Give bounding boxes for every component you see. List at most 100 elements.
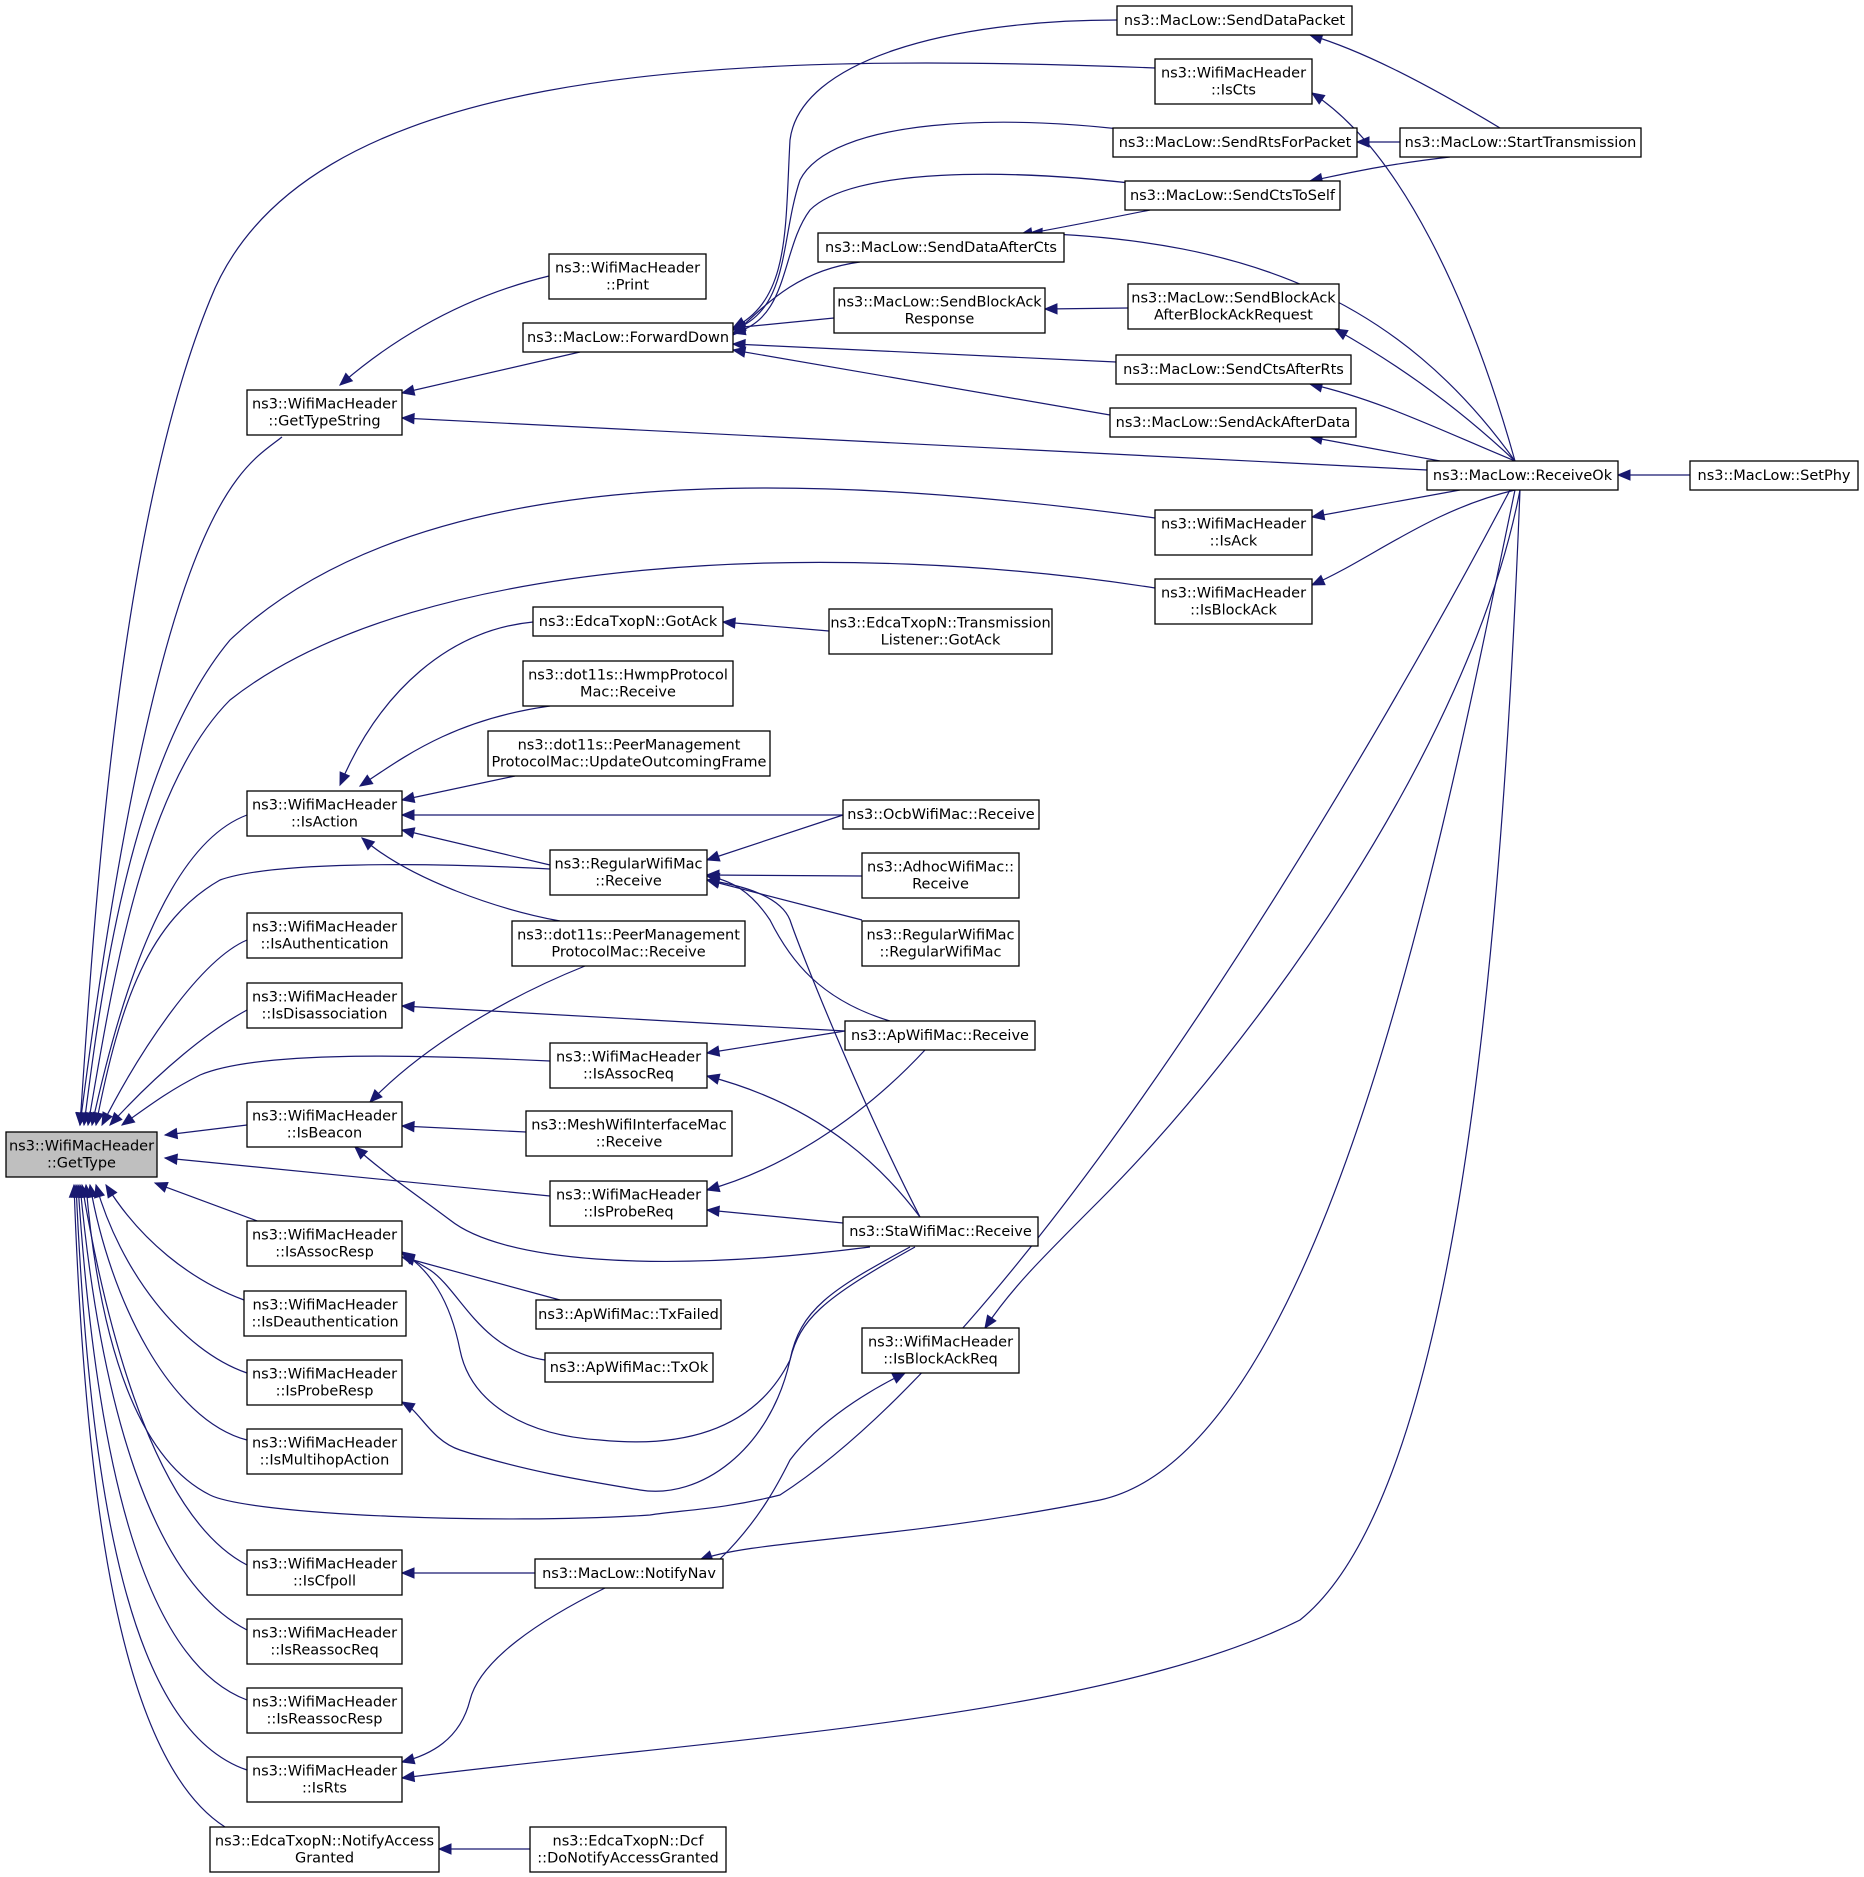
node-isProbeResp[interactable]: ns3::WifiMacHeader::IsProbeResp [246,1359,403,1406]
edge-line [706,1209,844,1224]
node-apTxOk[interactable]: ns3::ApWifiMac::TxOk [544,1352,714,1383]
node-startTransmission[interactable]: ns3::MacLow::StartTransmission [1399,127,1642,158]
node-label-line: ::RegularWifiMac [880,945,1002,961]
node-regularReceive[interactable]: ns3::RegularWifiMac::Receive [549,849,708,896]
node-isRts[interactable]: ns3::WifiMacHeader::IsRts [246,1756,403,1803]
node-forwardDown[interactable]: ns3::MacLow::ForwardDown [522,322,734,353]
edge-receiveOk-to-isAck [1310,489,1461,521]
node-isAuthentication[interactable]: ns3::WifiMacHeader::IsAuthentication [246,912,403,959]
edge-regularReceive-to-isAction [400,827,551,866]
edge-dcfNotify-to-notifyAccessGranted [437,1843,530,1855]
node-isBeacon[interactable]: ns3::WifiMacHeader::IsBeacon [246,1101,403,1148]
edge-line [79,1184,248,1631]
node-box [487,730,771,777]
node-label-line: ns3::RegularWifiMac [867,928,1015,944]
edge-59-arrowhead [705,1073,721,1085]
node-apTxFailed[interactable]: ns3::ApWifiMac::TxFailed [535,1299,722,1330]
node-dcfNotify[interactable]: ns3::EdcaTxopN::Dcf::DoNotifyAccessGrant… [529,1826,727,1873]
edge-notifyNav-to-isBlockAckReq [719,1372,907,1560]
node-peerUpdateOutgoing[interactable]: ns3::dot11s::PeerManagementProtocolMac::… [487,730,771,777]
node-transListenerGotAck[interactable]: ns3::EdcaTxopN::TransmissionListener::Go… [828,608,1053,655]
edge-notifyNav-to-isRts [400,1587,606,1765]
edge-69-arrowhead [400,1567,415,1579]
node-sendBlockAckAfterBAR[interactable]: ns3::MacLow::SendBlockAckAfterBlockAckRe… [1127,283,1340,330]
node-isReassocResp[interactable]: ns3::WifiMacHeader::IsReassocResp [246,1687,403,1734]
node-box [549,1180,708,1227]
edge-apReceive-to-isDisassociation [400,1000,846,1032]
edge-71-arrowhead [400,1753,416,1765]
node-gettype[interactable]: ns3::WifiMacHeader::GetType [5,1131,158,1178]
edge-42-arrowhead [1310,509,1326,521]
node-ocbReceive[interactable]: ns3::OcbWifiMac::Receive [842,799,1040,830]
edge-line [1311,92,1516,462]
edge-line [109,1009,248,1126]
node-label-line: ::IsAck [1210,534,1258,550]
node-isMultihop[interactable]: ns3::WifiMacHeader::IsMultihopAction [246,1428,403,1475]
node-isProbeReq[interactable]: ns3::WifiMacHeader::IsProbeReq [549,1180,708,1227]
node-label-line: ::Print [606,278,649,294]
edge-isProbeReq-to-gettype [163,1153,551,1197]
node-label-line: ns3::MeshWifiInterfaceMac [531,1118,726,1134]
node-isAck[interactable]: ns3::WifiMacHeader::IsAck [1154,509,1313,556]
node-box [529,1826,727,1873]
node-receiveOk[interactable]: ns3::MacLow::ReceiveOk [1426,460,1619,491]
node-peerReceive[interactable]: ns3::dot11s::PeerManagementProtocolMac::… [511,920,746,967]
node-label-line: Listener::GotAck [881,633,1001,649]
node-regularCtor[interactable]: ns3::RegularWifiMac::RegularWifiMac [861,920,1020,967]
node-meshReceive[interactable]: ns3::MeshWifiInterfaceMac::Receive [525,1110,733,1157]
node-isBlockAck[interactable]: ns3::WifiMacHeader::IsBlockAck [1154,578,1313,625]
node-print[interactable]: ns3::WifiMacHeader::Print [548,253,707,300]
node-isAction[interactable]: ns3::WifiMacHeader::IsAction [246,790,403,837]
edge-line [706,814,844,861]
node-adhocReceive[interactable]: ns3::AdhocWifiMac::Receive [861,852,1020,899]
edge-line [401,1252,546,1361]
node-box [209,1826,440,1873]
node-getTypeString[interactable]: ns3::WifiMacHeader::GetTypeString [246,389,403,436]
node-label-line: ns3::ApWifiMac::TxOk [550,1360,709,1376]
node-notifyAccessGranted[interactable]: ns3::EdcaTxopN::NotifyAccessGranted [209,1826,440,1873]
node-isBlockAckReq[interactable]: ns3::WifiMacHeader::IsBlockAckReq [861,1327,1020,1374]
edge-line [105,1184,245,1301]
node-box [532,606,724,637]
edge-staReceive-to-isProbeResp [400,1246,911,1492]
node-box [246,1687,403,1734]
node-isDeauth[interactable]: ns3::WifiMacHeader::IsDeauthentication [243,1290,407,1337]
node-isAssocResp[interactable]: ns3::WifiMacHeader::IsAssocResp [246,1220,403,1267]
node-isAssocReq[interactable]: ns3::WifiMacHeader::IsAssocReq [549,1042,708,1089]
node-setPhy[interactable]: ns3::MacLow::SetPhy [1689,460,1859,491]
node-label-line: ::GetType [47,1156,116,1172]
node-sendCtsAfterRts[interactable]: ns3::MacLow::SendCtsAfterRts [1115,354,1352,385]
edge-5-arrowhead [92,1111,105,1127]
node-box [549,849,708,896]
node-isCts[interactable]: ns3::WifiMacHeader::IsCts [1154,58,1313,105]
edge-29-arrowhead [731,338,746,351]
edge-46-arrowhead [339,771,351,787]
edge-8-arrowhead [120,1113,136,1126]
node-sendRtsForPacket[interactable]: ns3::MacLow::SendRtsForPacket [1112,127,1358,158]
node-box [5,1131,158,1178]
edge-isDeauth-to-gettype [105,1183,245,1301]
node-sendDataPacket[interactable]: ns3::MacLow::SendDataPacket [1116,5,1353,36]
node-label-line: ns3::AdhocWifiMac:: [867,860,1014,876]
node-layer: ns3::WifiMacHeader::GetTypens3::WifiMacH… [5,5,1859,1873]
node-sendDataAfterCts[interactable]: ns3::MacLow::SendDataAfterCts [817,232,1065,263]
node-edcaGotAck[interactable]: ns3::EdcaTxopN::GotAck [532,606,724,637]
node-staReceive[interactable]: ns3::StaWifiMac::Receive [842,1216,1039,1247]
node-isReassocReq[interactable]: ns3::WifiMacHeader::IsReassocReq [246,1618,403,1665]
node-box [549,1042,708,1089]
edge-68-arrowhead [400,1401,416,1414]
edge-isMultihop-to-gettype [86,1183,248,1441]
node-label-line: Mac::Receive [580,685,676,701]
node-apReceive[interactable]: ns3::ApWifiMac::Receive [844,1020,1036,1051]
edge-line [73,1184,226,1828]
edge-line [1311,489,1461,518]
edge-28-arrowhead [731,321,747,333]
node-isDisassociation[interactable]: ns3::WifiMacHeader::IsDisassociation [246,982,403,1029]
node-box [842,1216,1039,1247]
node-sendCtsToSelf[interactable]: ns3::MacLow::SendCtsToSelf [1124,180,1341,211]
node-isCfpoll[interactable]: ns3::WifiMacHeader::IsCfpoll [246,1549,403,1596]
node-sendAckAfterData[interactable]: ns3::MacLow::SendAckAfterData [1109,407,1357,438]
node-notifyNav[interactable]: ns3::MacLow::NotifyNav [534,1558,724,1589]
